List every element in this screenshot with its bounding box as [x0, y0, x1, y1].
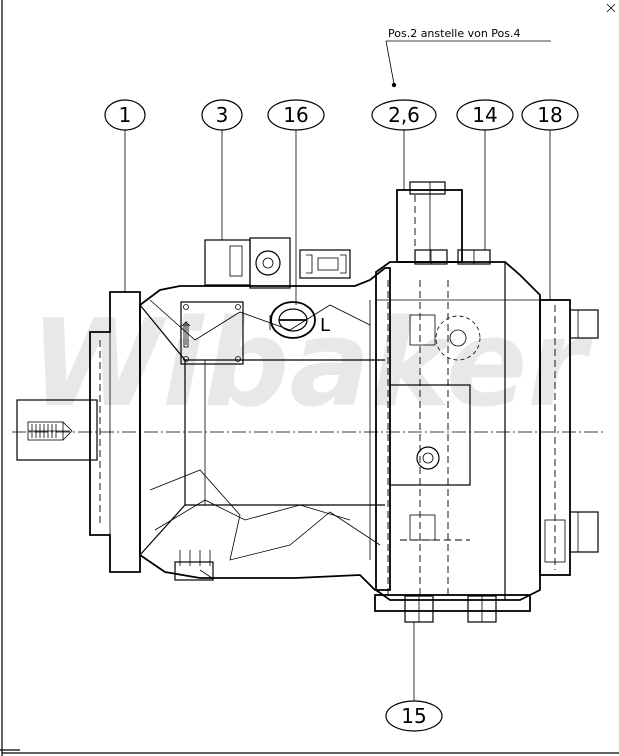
callout-15-label: 15 — [401, 704, 426, 728]
callout-14: 14 — [456, 99, 514, 250]
callout-1-label: 1 — [119, 103, 132, 127]
callout-18: 18 — [521, 99, 579, 300]
direction-arrow-icon — [181, 321, 191, 348]
note-text: Pos.2 anstelle von Pos.4 — [388, 27, 521, 40]
callout-2-6-label: 2,6 — [388, 103, 420, 127]
port-plug-l: L — [269, 301, 330, 339]
drive-shaft — [16, 399, 98, 461]
drain-fitting — [174, 550, 214, 581]
pressure-controller — [396, 181, 463, 263]
callout-16: 16 — [267, 99, 325, 305]
callout-14-label: 14 — [472, 103, 497, 127]
callout-16-label: 16 — [283, 103, 308, 127]
callout-18-label: 18 — [537, 103, 562, 127]
callout-15: 15 — [385, 622, 443, 732]
port-label-l: L — [320, 315, 330, 336]
control-valve — [204, 237, 351, 289]
position-note: Pos.2 anstelle von Pos.4 — [385, 27, 551, 88]
mounting-flange — [89, 291, 141, 573]
corner-mark-icon — [606, 3, 616, 13]
callout-2-6: 2,6 — [371, 99, 437, 190]
service-line-flange — [539, 299, 599, 576]
callout-3-label: 3 — [216, 103, 229, 127]
pump-housing — [139, 267, 391, 591]
callout-3: 3 — [201, 99, 243, 240]
watermark: Wibaker — [30, 295, 593, 434]
callout-1: 1 — [104, 99, 146, 292]
